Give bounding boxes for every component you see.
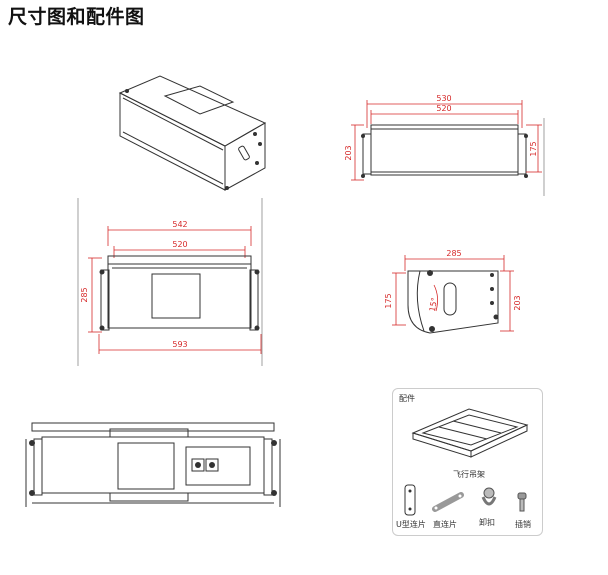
shackle-image [481,487,497,506]
rear-view-diagram [25,422,281,507]
straight-link-image [432,492,464,512]
dim-side-right-h: 203 [513,295,522,310]
dim-side-left-h: 175 [384,293,393,308]
side-view-diagram: 285 175 203 15° [384,249,522,334]
u-link-label: U型连片 [396,520,426,529]
pin-label: 插销 [515,520,531,529]
dim-side-angle: 15° [428,297,439,313]
dim-front-bottom: 593 [172,340,187,349]
dim-side-width: 285 [446,249,461,258]
accessories-panel: 配件 飞行吊架 U型连片 直连片 卸扣 插销 [392,388,543,536]
page-title: 尺寸图和配件图 [8,6,145,28]
flying-frame-label: 飞行吊架 [453,470,485,479]
dim-top-total: 530 [436,94,451,103]
u-link-image [404,484,416,516]
straight-link-label: 直连片 [433,520,457,529]
top-view-diagram: 530 520 203 175 [344,94,545,196]
dim-top-right-h: 175 [529,141,538,156]
flying-frame-image [411,408,529,458]
dim-front-inner: 520 [172,240,187,249]
dim-top-left-h: 203 [344,145,353,160]
speaker-3d-view [118,75,267,191]
dim-front-left-h: 285 [80,287,89,302]
front-view-diagram: 542 520 285 593 [77,198,263,366]
dim-top-inner: 520 [436,104,451,113]
pin-image [517,492,527,512]
dim-front-top: 542 [172,220,187,229]
accessories-header: 配件 [399,394,415,403]
shackle-label: 卸扣 [479,518,495,527]
